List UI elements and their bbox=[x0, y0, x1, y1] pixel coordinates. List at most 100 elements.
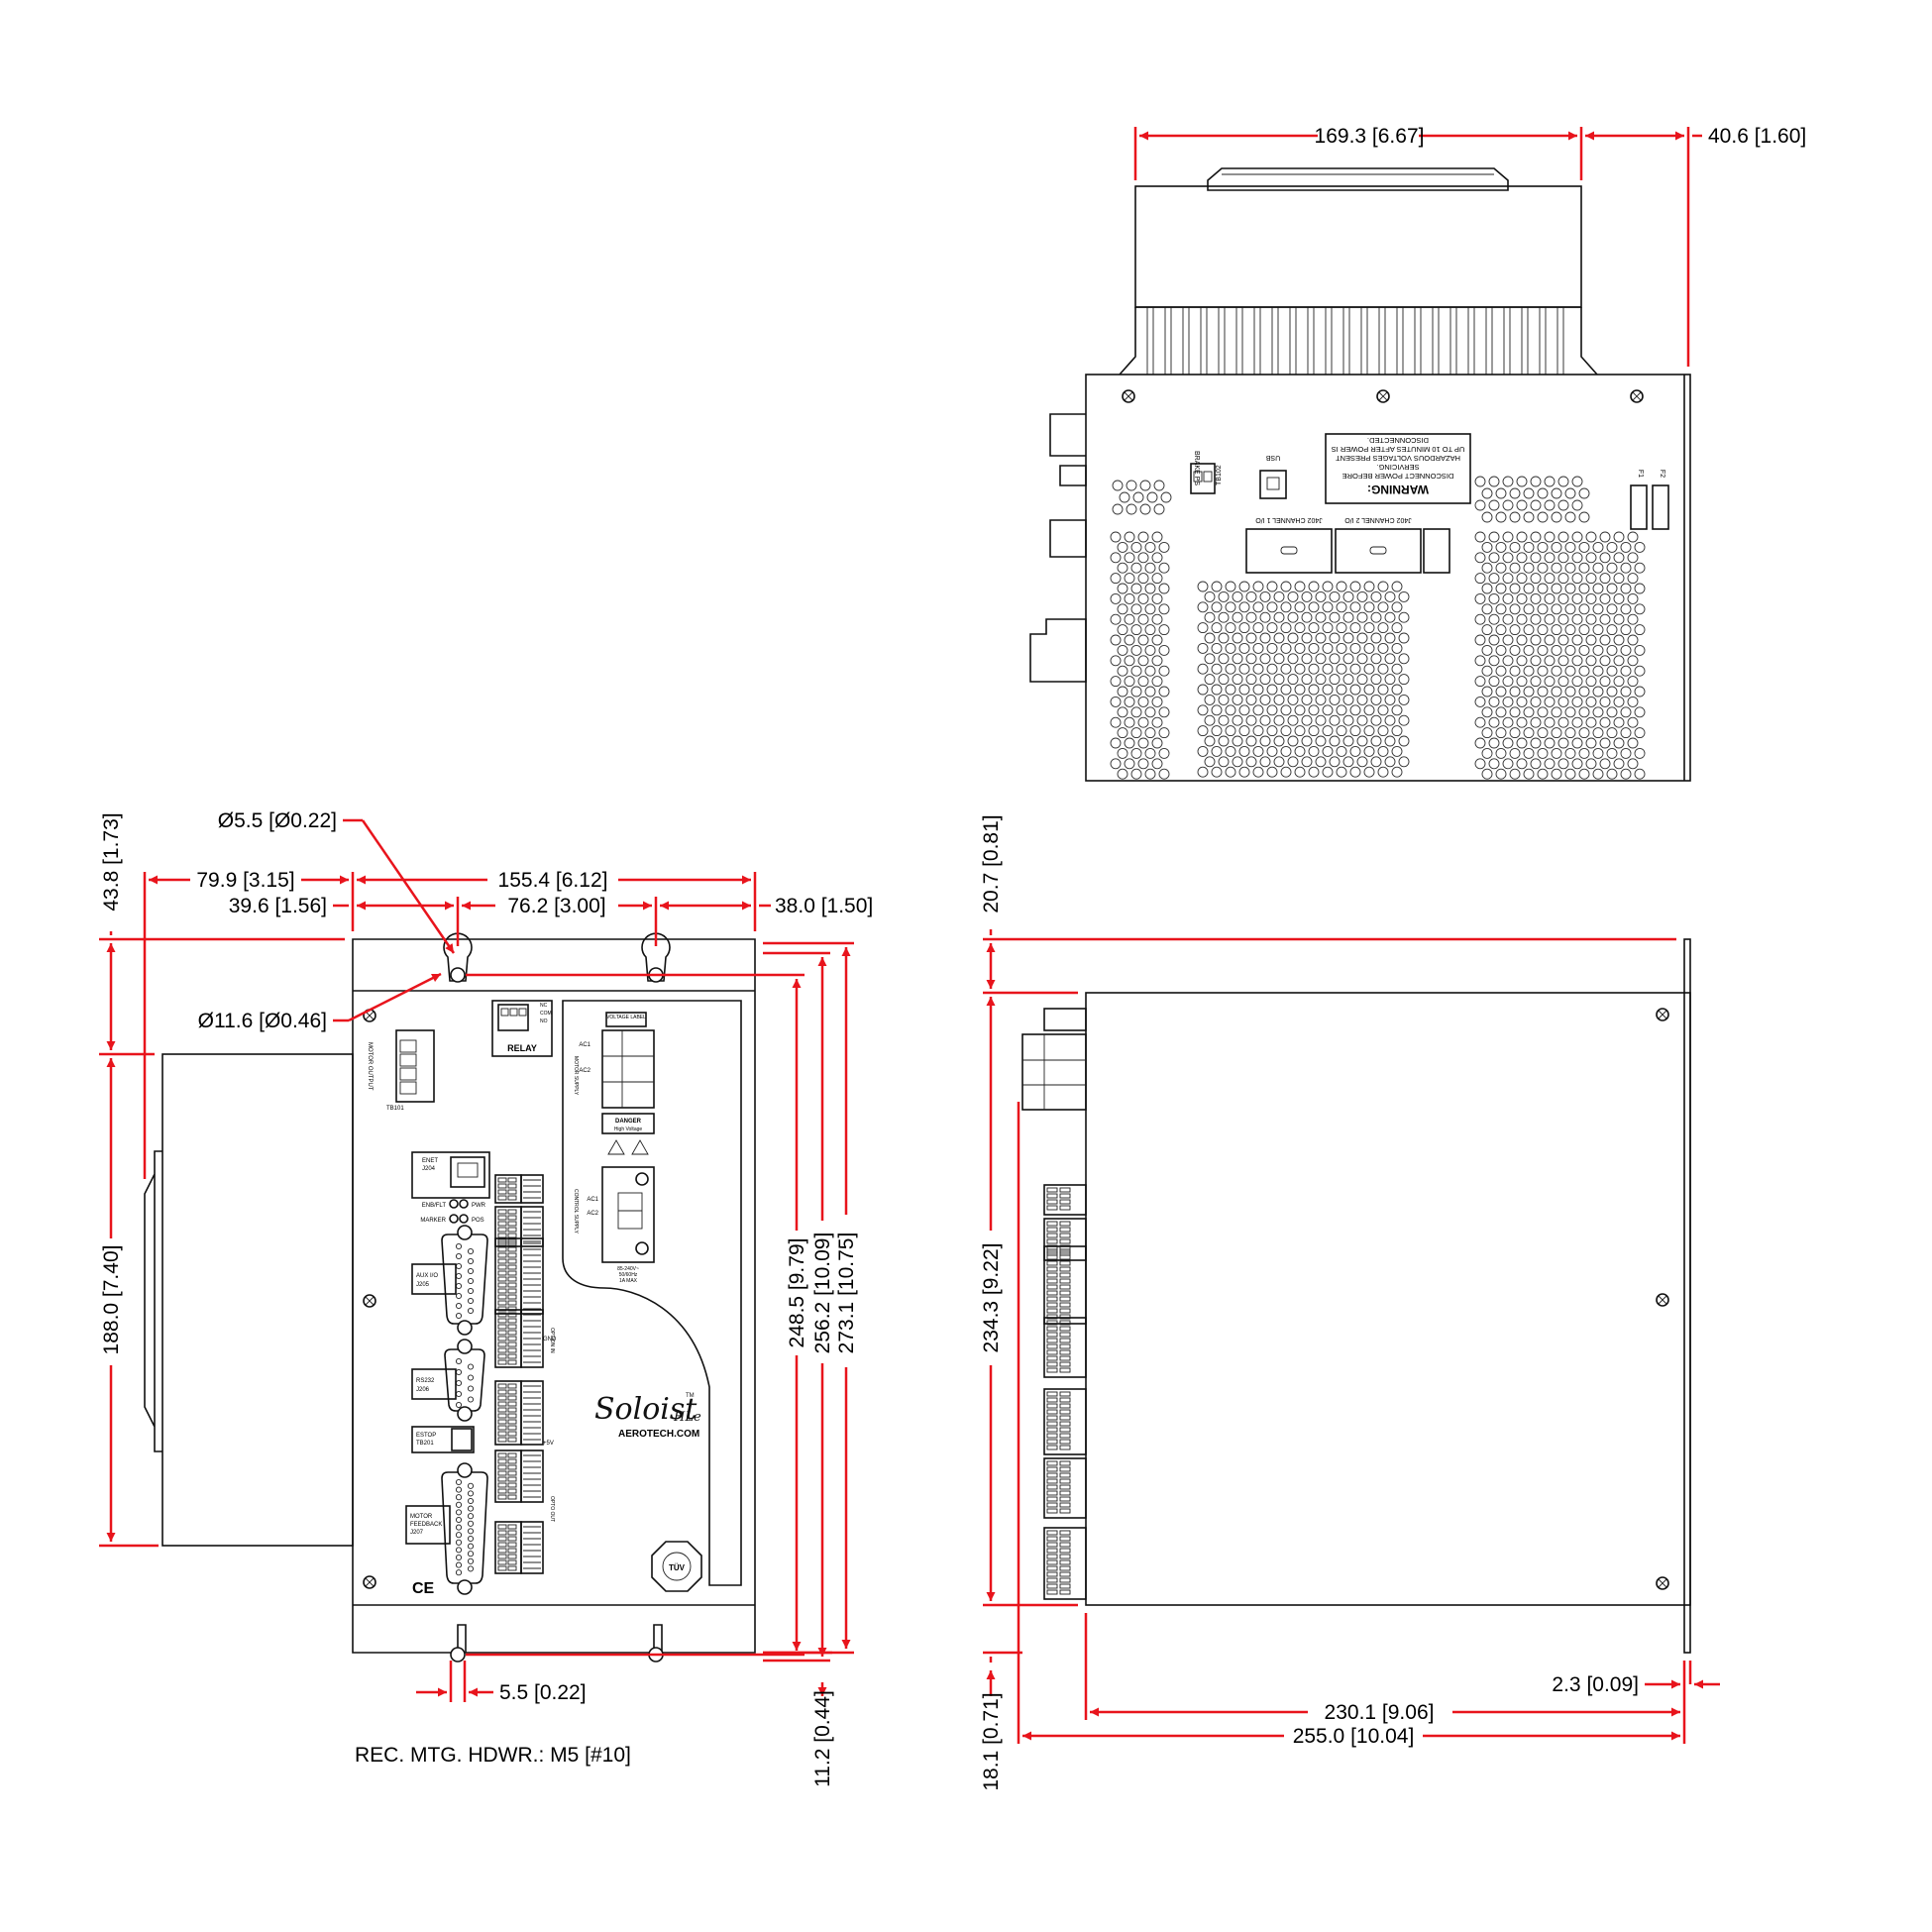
vent-hole bbox=[1124, 531, 1135, 543]
terminal-pin-profile bbox=[1059, 1548, 1071, 1554]
gnd-label: GND bbox=[543, 1337, 557, 1342]
dim-heatsink-height: 188.0 [7.40] bbox=[100, 1245, 123, 1355]
vent-hole bbox=[1488, 737, 1500, 749]
vent-hole bbox=[1349, 601, 1361, 613]
opto-out-label: OPTO OUT bbox=[549, 1496, 555, 1522]
vent-hole bbox=[1130, 747, 1142, 759]
dim-top-side: 40.6 [1.60] bbox=[1708, 125, 1806, 148]
vent-hole bbox=[1627, 716, 1639, 728]
terminal-pin-profile bbox=[1059, 1403, 1071, 1409]
vent-hole bbox=[1315, 611, 1327, 623]
top-view: WARNING: DISCONNECT POWER BEFORE SERVICI… bbox=[1029, 125, 1806, 782]
vent-hole bbox=[1557, 634, 1569, 646]
vent-hole bbox=[1315, 735, 1327, 747]
vent-hole bbox=[1509, 644, 1521, 656]
vent-hole bbox=[1232, 714, 1243, 726]
vent-hole bbox=[1273, 756, 1285, 768]
terminal-pin bbox=[507, 1559, 517, 1565]
vent-hole bbox=[1474, 737, 1486, 749]
terminal-pin-profile bbox=[1046, 1326, 1058, 1332]
vent-hole bbox=[1301, 756, 1313, 768]
vent-hole bbox=[1564, 562, 1576, 574]
vent-hole bbox=[1197, 663, 1209, 675]
vent-hole bbox=[1502, 716, 1514, 728]
dim-hole-large: Ø11.6 [Ø0.46] bbox=[198, 1010, 327, 1032]
vent-hole bbox=[1356, 653, 1368, 665]
vent-hole bbox=[1336, 745, 1347, 757]
vent-hole bbox=[1599, 592, 1611, 604]
motor-feedback-label-box bbox=[405, 1505, 451, 1545]
vent-hole bbox=[1578, 686, 1590, 698]
vent-hole bbox=[1294, 622, 1306, 634]
terminal-pin-profile bbox=[1059, 1427, 1071, 1433]
vent-hole bbox=[1557, 716, 1569, 728]
vent-hole bbox=[1551, 706, 1562, 718]
vent-hole bbox=[1363, 704, 1375, 716]
connector-pin bbox=[467, 1551, 475, 1557]
terminal-pin bbox=[497, 1189, 507, 1195]
vent-hole bbox=[1137, 758, 1149, 770]
vent-hole bbox=[1551, 583, 1562, 594]
dim-width-total: 155.4 [6.12] bbox=[498, 869, 608, 892]
vent-hole bbox=[1301, 632, 1313, 644]
terminal-pin bbox=[497, 1431, 507, 1437]
vent-hole bbox=[1336, 766, 1347, 778]
vent-hole bbox=[1516, 613, 1528, 625]
vent-hole bbox=[1391, 642, 1403, 654]
vent-hole bbox=[1606, 624, 1618, 636]
terminal-pin bbox=[497, 1233, 507, 1238]
vent-hole bbox=[1139, 480, 1151, 491]
vent-hole bbox=[1398, 735, 1410, 747]
terminal-pin bbox=[497, 1221, 507, 1227]
vent-hole bbox=[1551, 665, 1562, 677]
mounting-note: REC. MTG. HDWR.: M5 [#10] bbox=[355, 1744, 631, 1767]
vent-hole bbox=[1238, 622, 1250, 634]
hazard-icon bbox=[607, 1139, 649, 1155]
terminal-pin bbox=[497, 1413, 507, 1419]
warning-line: UP TO 10 MINUTES AFTER POWER IS bbox=[1332, 445, 1465, 454]
terminal-pin bbox=[497, 1342, 507, 1347]
vent-hole bbox=[1488, 716, 1500, 728]
vent-hole bbox=[1377, 704, 1389, 716]
vent-hole bbox=[1613, 531, 1625, 543]
vent-hole bbox=[1620, 624, 1632, 636]
vent-hole bbox=[1151, 716, 1163, 728]
vent-hole bbox=[1564, 541, 1576, 553]
vent-hole bbox=[1225, 601, 1236, 613]
terminal-pin bbox=[507, 1389, 517, 1395]
vent-hole bbox=[1124, 573, 1135, 585]
vent-hole bbox=[1384, 714, 1396, 726]
vent-hole bbox=[1151, 592, 1163, 604]
terminal-pin-profile bbox=[1059, 1542, 1071, 1548]
connector-pin bbox=[467, 1257, 475, 1265]
vent-hole bbox=[1329, 611, 1341, 623]
vent-hole bbox=[1544, 716, 1556, 728]
side-view: 20.7 [0.81] 234.3 [9.22] 18.1 [0.71] 230… bbox=[980, 814, 1720, 1791]
vent-hole bbox=[1488, 499, 1500, 511]
plus5v-label: +5V bbox=[543, 1441, 554, 1447]
vent-hole bbox=[1225, 684, 1236, 696]
usb-port bbox=[1259, 470, 1287, 499]
terminal-pin bbox=[497, 1559, 507, 1565]
brand-logo: Soloist bbox=[594, 1392, 698, 1427]
terminal-pin bbox=[507, 1395, 517, 1401]
connector-pin bbox=[467, 1297, 475, 1305]
terminal-pin bbox=[497, 1437, 507, 1443]
rating-text: 50/60Hz bbox=[619, 1272, 638, 1278]
terminal-pin bbox=[497, 1452, 507, 1458]
vent-hole bbox=[1474, 634, 1486, 646]
vent-hole bbox=[1124, 737, 1135, 749]
terminal-pin-profile bbox=[1059, 1248, 1071, 1254]
vent-hole bbox=[1287, 735, 1299, 747]
vent-hole bbox=[1620, 603, 1632, 615]
danger-label bbox=[601, 1113, 655, 1134]
vent-hole bbox=[1370, 714, 1382, 726]
terminal-pin bbox=[507, 1246, 517, 1252]
connector-pin bbox=[455, 1401, 463, 1409]
vent-hole bbox=[1245, 674, 1257, 686]
warning-line: DISCONNECT POWER BEFORE bbox=[1342, 472, 1454, 481]
vent-hole bbox=[1377, 684, 1389, 696]
vent-hole bbox=[1130, 727, 1142, 739]
vent-hole bbox=[1627, 676, 1639, 688]
terminal-pin-profile bbox=[1046, 1445, 1058, 1450]
